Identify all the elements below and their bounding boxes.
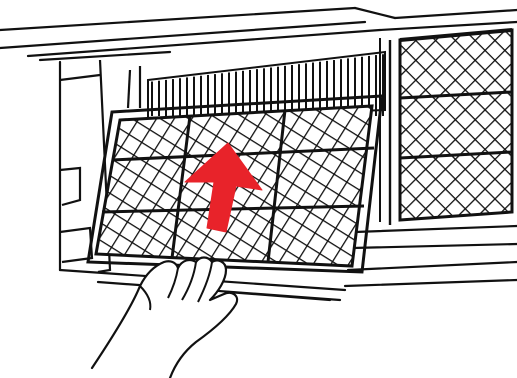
right-filter bbox=[380, 30, 512, 225]
hand bbox=[92, 258, 237, 378]
